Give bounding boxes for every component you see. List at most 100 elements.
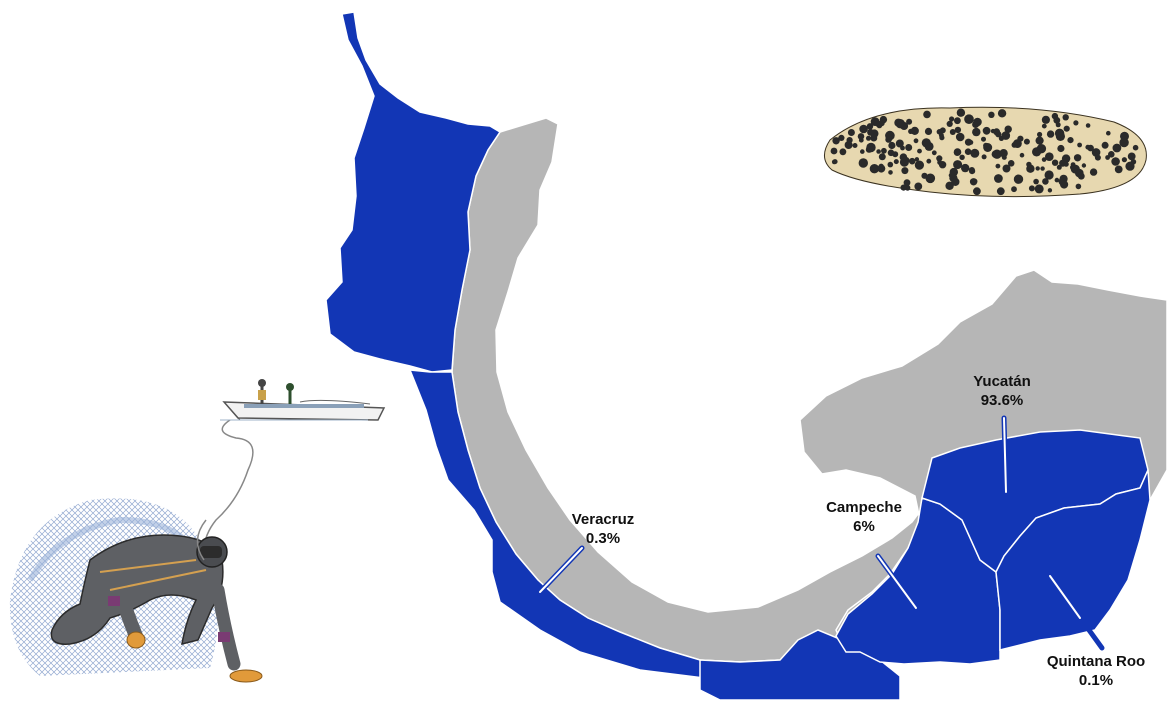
sea-cucumber-spot [992,149,1002,159]
sea-cucumber-spot [876,149,881,154]
sea-cucumber-spot [888,170,893,175]
sea-cucumber-spot [913,138,919,144]
sea-cucumber-spot [1002,164,1011,173]
sea-cucumber-spot [953,148,962,156]
sea-cucumber-spot [1019,152,1025,158]
sea-cucumber-spot [1121,157,1127,163]
sea-cucumber-spot [1055,131,1065,141]
sea-cucumber-spot [1055,122,1061,128]
sea-cucumber-spot [1120,131,1129,141]
sea-cucumber-spot [887,149,895,157]
sea-cucumber-spot [1051,159,1059,166]
sea-cucumber-spot [1111,157,1120,166]
sea-cucumber-spot [901,167,909,175]
sea-cucumber-spot [847,129,855,136]
label-yucatan-name: Yucatán [973,373,1031,390]
sea-cucumber-spot [867,128,874,136]
sea-cucumber-spot [1035,136,1044,145]
label-campeche: Campeche 6% [808,498,920,536]
sea-cucumber-spot [982,126,991,135]
sea-cucumber-spot [857,133,865,140]
label-yucatan: Yucatán 93.6% [950,372,1054,410]
sea-cucumber-spot [1011,186,1017,193]
sea-cucumber-spot [1028,185,1035,192]
sea-cucumber-spot [1075,168,1084,178]
sea-cucumber-spot [931,150,937,156]
sea-cucumber-spot [830,147,838,155]
label-quintana-roo: Quintana Roo 0.1% [1026,652,1166,690]
sea-cucumber-spot [1004,125,1012,133]
sea-cucumber-spot [1061,154,1071,163]
sea-cucumber-spot [983,142,989,149]
sea-cucumber-spot [1040,166,1045,171]
sea-cucumber-spot [993,128,1001,136]
sea-cucumber-spot [954,117,961,125]
sea-cucumber-spot [832,137,840,145]
label-yucatan-pct: 93.6% [980,392,1024,409]
sea-cucumber-spot [1007,160,1015,167]
sea-cucumber-spot [945,181,954,190]
boat-illustration [203,379,386,561]
region-quintana-roo[interactable] [995,469,1151,651]
sea-cucumber-spot [955,132,965,142]
sea-cucumber-spot [964,148,972,155]
sea-cucumber-spot [839,148,847,156]
sea-cucumber-spot [893,159,899,165]
sea-cucumber-spot [1053,116,1061,124]
sea-cucumber-spot [964,114,974,124]
sea-cucumber-spot [869,164,880,174]
sea-cucumber-spot [1041,123,1047,129]
sea-cucumber-spot [908,157,916,165]
sea-cucumber-spot [1041,157,1047,162]
sea-cucumber-spot [866,123,874,130]
sea-cucumber-spot [1105,155,1110,160]
sea-cucumber-spot [996,187,1005,196]
sea-cucumber-spot [1001,131,1011,140]
sea-cucumber-spot [859,124,868,134]
sea-cucumber-spot [949,129,956,135]
sea-cucumber-spot [1089,168,1098,176]
sea-cucumber-spot [838,134,845,141]
sea-cucumber-spot [1077,142,1082,148]
label-campeche-pct: 6% [853,518,875,535]
sea-cucumber-spot [881,147,887,154]
sea-cucumber-spot [1060,180,1069,189]
sea-cucumber-spot [914,160,925,170]
sea-cucumber-spot [906,118,913,125]
sea-cucumber-spot [968,140,974,145]
sea-cucumber-spot [1101,141,1109,149]
sea-cucumber-spot [1057,144,1065,153]
sea-cucumber-spot [1033,178,1039,185]
sea-cucumber-spot [1037,131,1043,138]
label-veracruz-pct: 0.3% [585,530,621,547]
sea-cucumber-spot [895,139,904,148]
sea-cucumber-spot [900,184,907,191]
sea-cucumber-spot [878,153,886,161]
sea-cucumber-spot [968,167,975,173]
sea-cucumber-spot [956,108,966,117]
sea-cucumber-spot [1063,125,1070,132]
label-quintana-roo-name: Quintana Roo [1046,653,1146,670]
sea-cucumber-spot [1081,163,1087,168]
sea-cucumber-spot [994,174,1003,183]
sea-cucumber-spot [885,130,895,141]
sea-cucumber-spot [997,109,1007,118]
sea-cucumber-spot [858,158,868,168]
sea-cucumber-spot [905,144,913,151]
sea-cucumber-spot [959,154,965,160]
sea-cucumber-spot [878,120,885,127]
label-veracruz: Veracruz 0.3% [560,510,646,548]
sea-cucumber-spot [903,179,911,187]
sea-cucumber-spot [973,187,981,196]
sea-cucumber-spot [852,143,858,148]
sea-cucumber-spot [951,177,960,186]
sea-cucumber-spot [1045,152,1054,161]
sea-cucumber-spot [1085,144,1091,150]
sea-cucumber-spot [972,127,981,137]
sea-cucumber-spot [1091,148,1101,157]
sea-cucumber-spot [858,137,864,143]
sea-cucumber-spot [917,148,922,154]
sea-cucumber-spot [1073,120,1079,126]
region-north-inland[interactable] [325,11,502,373]
sea-cucumber-spot [936,155,943,162]
